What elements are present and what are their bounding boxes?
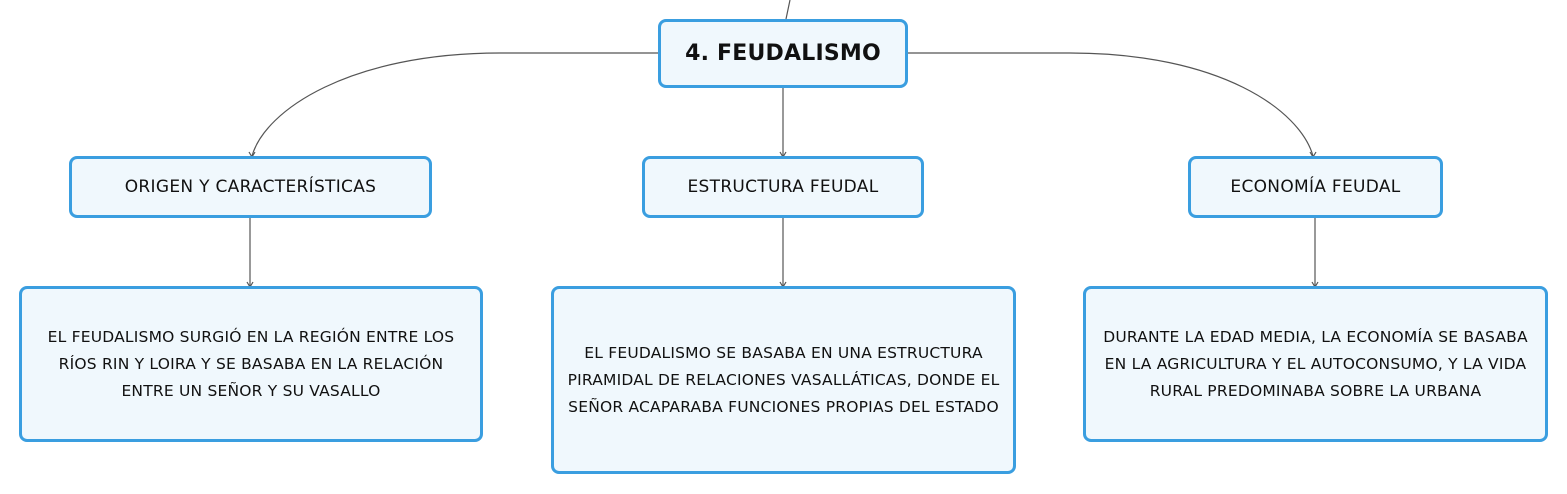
desc-estructura-text: EL FEUDALISMO SE BASABA EN UNA ESTRUCTUR… xyxy=(567,343,1000,416)
topic-estructura-label: ESTRUCTURA FEUDAL xyxy=(687,177,879,197)
connector-root-to-origen xyxy=(251,52,658,157)
topic-estructura-node[interactable]: ESTRUCTURA FEUDAL xyxy=(642,156,924,218)
desc-origen-text: EL FEUDALISMO SURGIÓ EN LA REGIÓN ENTRE … xyxy=(47,327,455,400)
desc-origen-node[interactable]: EL FEUDALISMO SURGIÓ EN LA REGIÓN ENTRE … xyxy=(19,286,483,442)
topic-economia-label: ECONOMÍA FEUDAL xyxy=(1230,177,1401,197)
topic-origen-label: ORIGEN Y CARACTERÍSTICAS xyxy=(124,177,377,197)
root-node[interactable]: 4. FEUDALISMO xyxy=(658,19,908,88)
topic-economia-node[interactable]: ECONOMÍA FEUDAL xyxy=(1188,156,1443,218)
topic-origen-node[interactable]: ORIGEN Y CARACTERÍSTICAS xyxy=(69,156,432,218)
desc-economia-text: DURANTE LA EDAD MEDIA, LA ECONOMÍA SE BA… xyxy=(1103,327,1528,400)
connector-root-to-economia xyxy=(908,52,1314,157)
desc-economia-node[interactable]: DURANTE LA EDAD MEDIA, LA ECONOMÍA SE BA… xyxy=(1083,286,1548,442)
desc-estructura-node[interactable]: EL FEUDALISMO SE BASABA EN UNA ESTRUCTUR… xyxy=(551,286,1016,474)
connector-from-parent xyxy=(785,0,791,20)
root-label: 4. FEUDALISMO xyxy=(685,41,881,66)
